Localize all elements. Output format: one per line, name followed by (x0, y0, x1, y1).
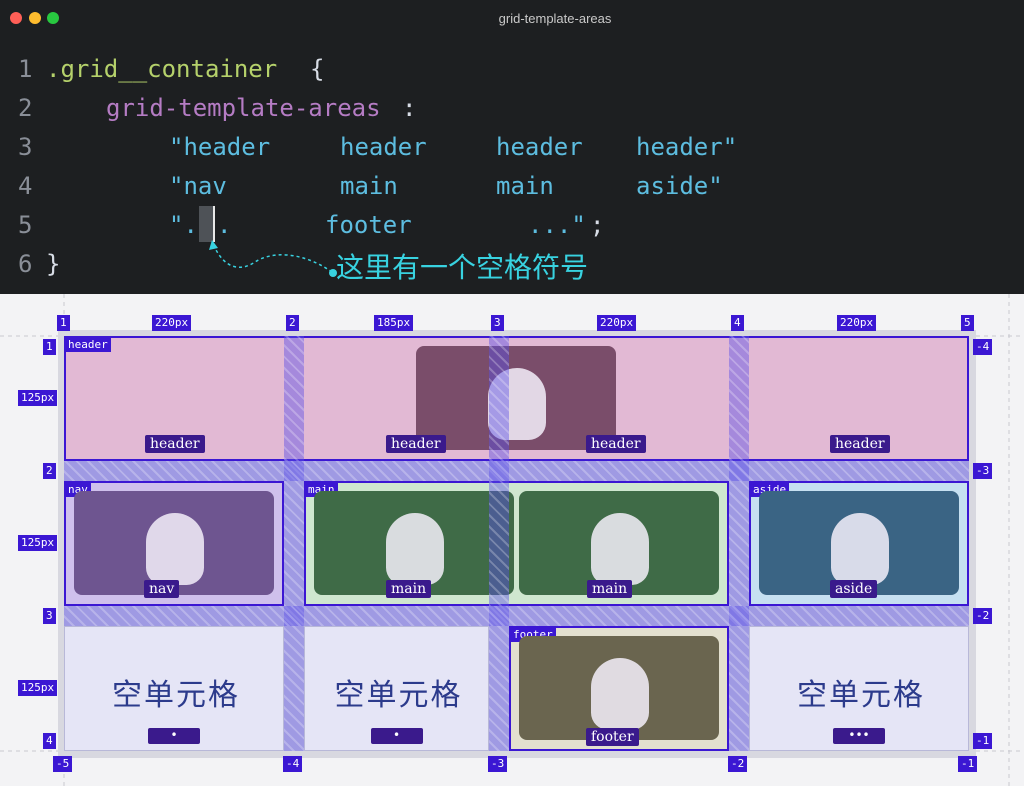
cell-label-main: main (587, 580, 633, 598)
row-track-size: 125px (18, 390, 58, 406)
code-line[interactable]: 1 .grid__container { (0, 50, 1024, 89)
grid-visualization: header nav main aside footer 空单元格 • 空单元格 • 空单元格 ••… (0, 294, 1024, 786)
line-number: 2 (18, 94, 33, 122)
column-line-number-negative: -1 (958, 756, 978, 772)
line-number: 6 (18, 250, 33, 278)
code-token: "header (169, 133, 271, 161)
annotation-arrow (209, 240, 337, 277)
text-caret (213, 206, 215, 242)
column-line-number-negative: -2 (728, 756, 748, 772)
window-title: grid-template-areas (498, 11, 612, 26)
line-number: 4 (18, 172, 33, 200)
row-track-size: 125px (18, 680, 58, 696)
code-line[interactable]: 4 "nav main main aside" (0, 167, 1024, 206)
column-track-size: 220px (837, 315, 877, 331)
row-line-number-negative: -1 (973, 733, 993, 749)
code-token: .grid__container (46, 55, 278, 83)
column-line-number: 5 (961, 315, 974, 331)
row-gap (64, 461, 969, 481)
code-token: "nav (169, 172, 227, 200)
row-line-number-negative: -3 (973, 463, 993, 479)
code-editor: grid-template-areas 1 .grid__container {2 g… (0, 0, 1024, 294)
column-line-number: 2 (286, 315, 299, 331)
column-line-number: 1 (57, 315, 70, 331)
code-token: main (496, 172, 554, 200)
row-track-size: 125px (18, 535, 58, 551)
code-token: : (402, 94, 417, 122)
row-line-number-negative: -2 (973, 608, 993, 624)
minimize-window-button[interactable] (29, 12, 41, 24)
row-line-number-negative: -4 (973, 339, 993, 355)
code-line[interactable]: 3 "header header header header" (0, 128, 1024, 167)
column-line-number-negative: -3 (488, 756, 508, 772)
unicorn-figure (488, 368, 546, 440)
maximize-window-button[interactable] (47, 12, 59, 24)
column-line-number-negative: -5 (53, 756, 73, 772)
line-number: 5 (18, 211, 33, 239)
column-line-number: 3 (491, 315, 504, 331)
line-number: 1 (18, 55, 33, 83)
unicorn-figure (831, 513, 889, 585)
code-token: grid-template-areas (106, 94, 381, 122)
line-number: 3 (18, 133, 33, 161)
code-token: main (340, 172, 398, 200)
empty-cell-text: 空单元格 (112, 678, 240, 713)
column-track-size: 220px (152, 315, 192, 331)
annotation-text: 这里有一个空格符号 (336, 251, 589, 284)
code-token: footer (325, 211, 412, 239)
cell-label-header: header (145, 435, 205, 453)
selection-highlight (199, 206, 213, 242)
column-gap (284, 336, 304, 751)
code-token: header (340, 133, 427, 161)
column-line-number-negative: -4 (283, 756, 303, 772)
empty-cell-pill: ••• (833, 728, 885, 744)
code-token: header (496, 133, 583, 161)
code-token: aside" (636, 172, 723, 200)
empty-cell-text: 空单元格 (797, 678, 925, 713)
cell-label-header: header (830, 435, 890, 453)
column-track-size: 220px (597, 315, 637, 331)
row-line-number: 4 (43, 733, 56, 749)
cell-label-nav: nav (144, 580, 180, 598)
close-window-button[interactable] (10, 12, 22, 24)
row-line-number: 3 (43, 608, 56, 624)
unicorn-figure (591, 513, 649, 585)
row-line-number: 1 (43, 339, 56, 355)
code-token: . (217, 211, 232, 239)
unicorn-figure (386, 513, 444, 585)
row-line-number: 2 (43, 463, 56, 479)
empty-cell-pill: • (148, 728, 200, 744)
empty-cell-pill: • (370, 728, 423, 744)
column-line-number: 4 (731, 315, 744, 331)
column-track-size: 185px (374, 315, 414, 331)
code-line[interactable]: 6} (0, 245, 1024, 284)
code-line[interactable]: 2 grid-template-areas: (0, 89, 1024, 128)
empty-cell-text: 空单元格 (334, 678, 463, 713)
code-line[interactable]: 5 ".. footer ..."; (0, 206, 1024, 245)
unicorn-figure (146, 513, 204, 585)
code-token: ..." (528, 211, 586, 239)
cell-label-main: main (386, 580, 432, 598)
row-gap (64, 606, 969, 626)
column-gap (489, 336, 509, 751)
code-token: ; (590, 211, 605, 239)
code-token: { (310, 55, 325, 83)
code-token: ". (169, 211, 198, 239)
cell-label-header: header (386, 435, 446, 453)
code-token: header" (636, 133, 738, 161)
cell-label-aside: aside (830, 580, 878, 598)
code-token: } (46, 250, 61, 278)
cell-label-footer: footer (586, 728, 639, 746)
unicorn-figure (591, 658, 649, 730)
cell-label-header: header (586, 435, 646, 453)
area-tag-header: header (65, 337, 111, 352)
title-bar: grid-template-areas (0, 0, 1024, 36)
column-gap (729, 336, 749, 751)
